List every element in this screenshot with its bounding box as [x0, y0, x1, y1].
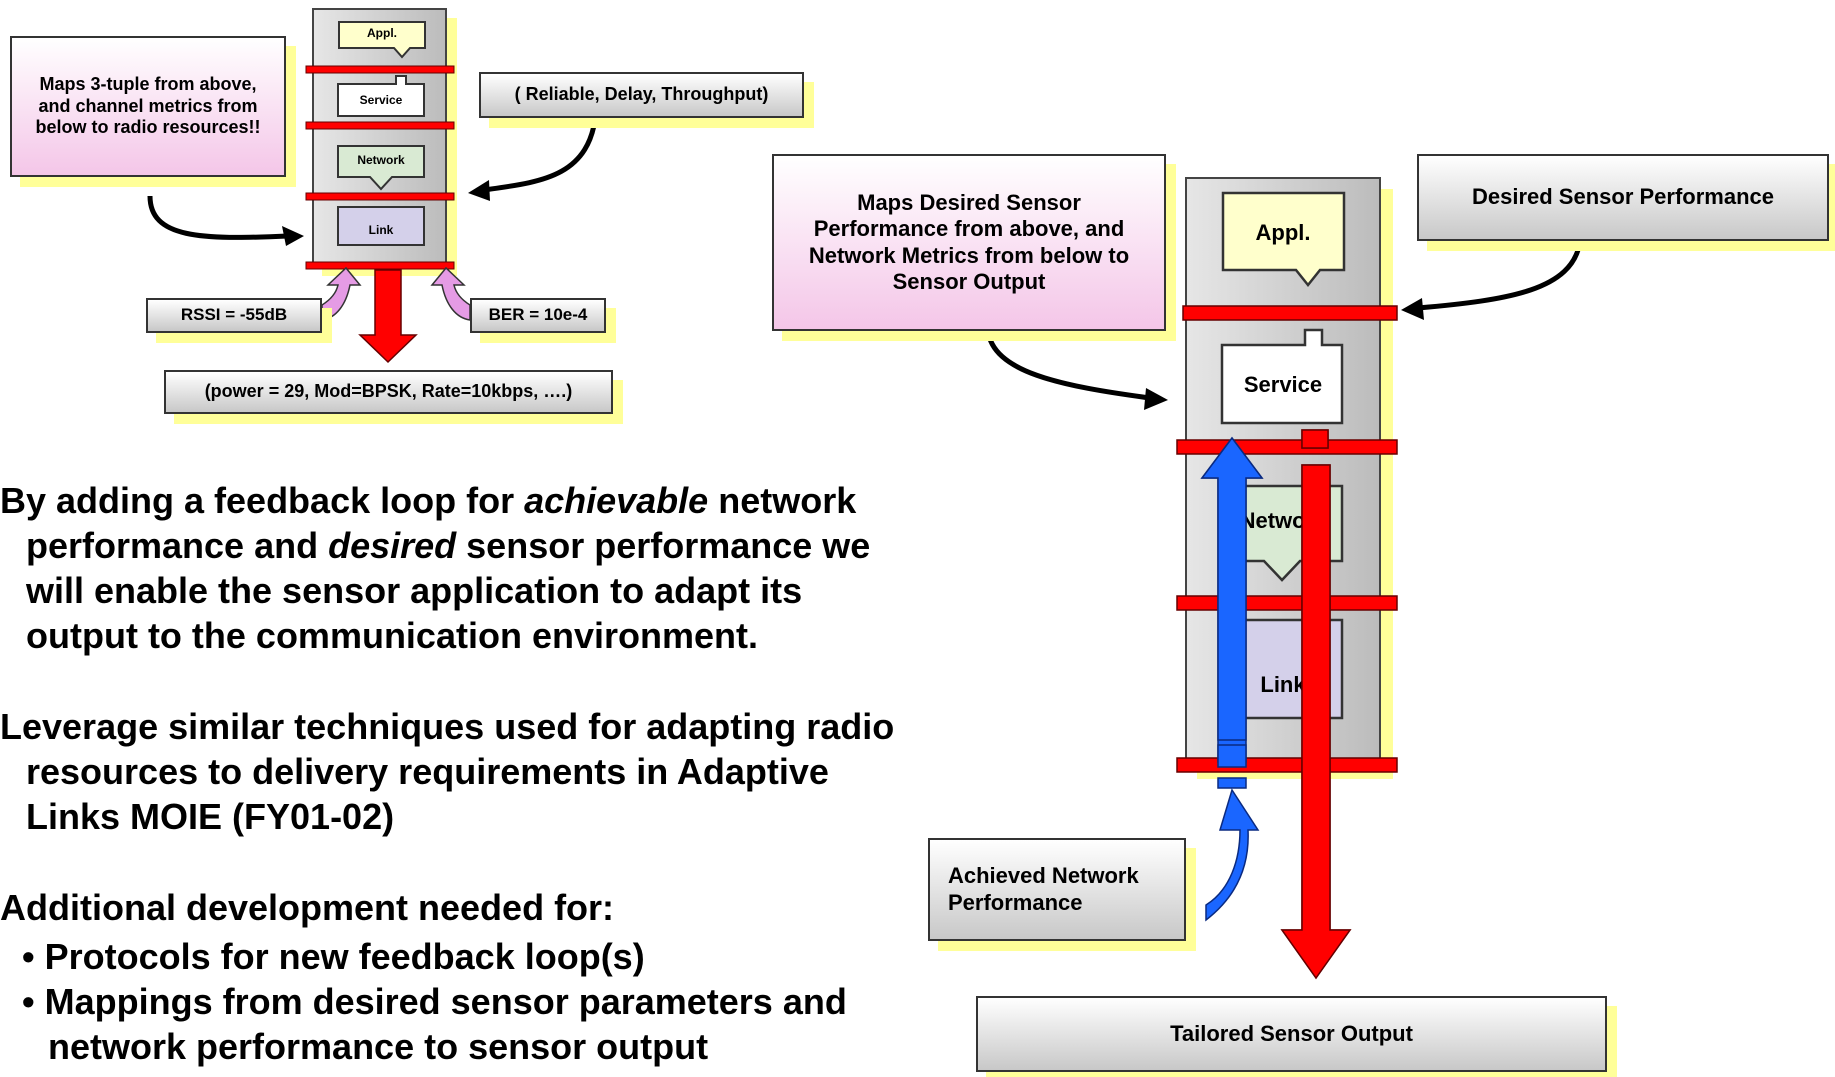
- body-text: By adding a feedback loop for achievable…: [0, 478, 900, 1069]
- large-link-label: Link: [1260, 672, 1306, 697]
- small-link-shape: [337, 206, 425, 246]
- output-box: Tailored Sensor Output: [976, 996, 1607, 1072]
- desired-box: Desired Sensor Performance: [1417, 154, 1829, 241]
- rssi-box: RSSI = -55dB: [146, 298, 322, 333]
- large-appl-shape: [1221, 191, 1346, 288]
- small-appl-label: Appl.: [367, 26, 397, 40]
- small-maps-text: Maps 3-tuple from above, and channel met…: [35, 74, 261, 138]
- ber-text: BER = 10e-4: [488, 305, 588, 325]
- large-maps-arrow: [985, 329, 1151, 401]
- small-network-label: Network: [357, 153, 405, 167]
- small-link-label: Link: [368, 223, 394, 237]
- small-service-label: Service: [359, 93, 403, 107]
- tuple-box: ( Reliable, Delay, Throughput): [479, 72, 804, 118]
- small-down-arrow: [358, 269, 418, 364]
- desired-text: Desired Sensor Performance: [1471, 184, 1775, 210]
- paragraph-3: Additional development needed for:: [0, 887, 615, 928]
- red-down-segment-overlay: [1301, 429, 1329, 449]
- large-service-shape: [1220, 328, 1344, 425]
- small-bar-2: [305, 121, 455, 130]
- radio-params-text: (power = 29, Mod=BPSK, Rate=10kbps, ….): [204, 381, 573, 402]
- small-tuple-arrow: [483, 111, 599, 193]
- small-maps-arrow: [147, 195, 289, 240]
- tuple-text: ( Reliable, Delay, Throughput): [514, 84, 769, 105]
- large-service-label: Service: [1243, 372, 1323, 397]
- blue-segment-2: [1217, 777, 1247, 789]
- rssi-text: RSSI = -55dB: [180, 305, 288, 325]
- radio-params-box: (power = 29, Mod=BPSK, Rate=10kbps, ….): [164, 370, 613, 414]
- blue-curved-arrow: [1205, 788, 1260, 922]
- rssi-curved-arrow: [321, 266, 362, 321]
- achieved-text: Achieved Network Performance: [948, 863, 1139, 915]
- small-network-shape: [337, 145, 425, 191]
- small-maps-arrowhead: [282, 226, 304, 246]
- large-bar-1: [1182, 305, 1398, 321]
- blue-segment-1: [1217, 744, 1247, 768]
- small-maps-box: Maps 3-tuple from above, and channel met…: [10, 36, 286, 177]
- red-down-arrow-overlay: [1280, 464, 1352, 980]
- paragraph-2: Leverage similar techniques used for ada…: [0, 706, 895, 837]
- small-bar-1: [305, 65, 455, 74]
- large-maps-box: Maps Desired Sensor Performance from abo…: [772, 154, 1166, 331]
- desired-arrow: [1417, 241, 1583, 311]
- large-appl-label: Appl.: [1255, 220, 1311, 245]
- blue-up-arrow-overlay: [1200, 436, 1264, 741]
- large-maps-text: Maps Desired Sensor Performance from abo…: [808, 189, 1130, 294]
- achieved-box: Achieved Network Performance: [928, 838, 1186, 941]
- small-service-shape: [337, 75, 425, 117]
- small-tuple-arrowhead: [468, 180, 490, 201]
- small-bar-4: [305, 261, 455, 270]
- ber-box: BER = 10e-4: [470, 298, 606, 333]
- output-text: Tailored Sensor Output: [1170, 1020, 1413, 1046]
- large-maps-arrowhead: [1144, 388, 1168, 410]
- desired-arrowhead: [1401, 298, 1424, 320]
- small-appl-shape: [338, 21, 426, 59]
- sub-bullet-2: • Mappings from desired sensor parameter…: [22, 981, 847, 1067]
- small-bar-3: [305, 192, 455, 201]
- sub-bullet-1: • Protocols for new feedback loop(s): [22, 936, 645, 977]
- ber-curved-arrow: [430, 266, 471, 321]
- paragraph-1: By adding a feedback loop for achievable…: [0, 480, 871, 656]
